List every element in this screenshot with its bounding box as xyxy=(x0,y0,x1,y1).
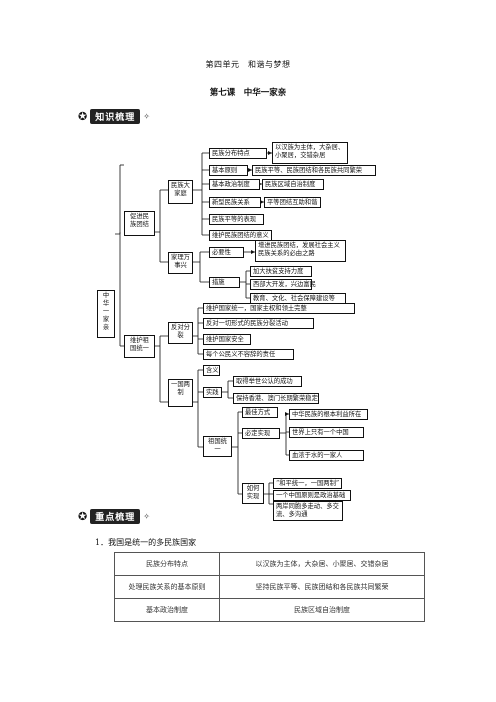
split-item-4: 每个公民义不容辞的责任 xyxy=(203,349,294,360)
table-row: 民族分布特点 以汉族为主体，大杂居、小聚居、交错杂居 xyxy=(114,552,425,576)
node-harmony: 家理万事兴 xyxy=(168,252,193,274)
node-label: 民族大家庭 xyxy=(171,182,190,197)
table-row: 基本政治制度 民族区域自治制度 xyxy=(114,598,425,622)
leaf-principle: 民族平等、民族团结和各民族共同繁荣 xyxy=(252,165,376,176)
item-distribution: 民族分布特点 xyxy=(209,148,267,159)
node-label: 祖国统一 xyxy=(208,438,227,453)
node-one-country: 一国两制 xyxy=(168,379,193,407)
item-necessity: 必要性 xyxy=(209,247,244,258)
table-row: 处理民族关系的基本原则 坚持民族平等、民族团结和各民族共同繁荣 xyxy=(114,575,425,599)
node-ethnic-family: 民族大家庭 xyxy=(168,180,193,204)
star-icon: ✪ xyxy=(78,109,88,123)
table-cell: 基本政治制度 xyxy=(114,598,220,622)
root-label: 中华一家亲 xyxy=(102,292,110,331)
root-node: 中华一家亲 xyxy=(97,290,115,338)
node-label: 如何实现 xyxy=(246,485,260,500)
item-system: 基本政治制度 xyxy=(209,179,260,190)
split-item-1: 维护国家统一，国家主权和领土完整 xyxy=(203,303,355,314)
node-label: 家理万事兴 xyxy=(171,254,190,269)
branch-label: 维护祖国统一 xyxy=(130,337,149,352)
uni-best-way: 最佳方式 xyxy=(242,407,278,418)
node-label: 反对分裂 xyxy=(171,324,190,339)
must-one-china: 世界上只有一个中国 xyxy=(289,427,364,438)
table-cell: 处理民族关系的基本原则 xyxy=(114,575,220,599)
must-family: 血浓于水的一家人 xyxy=(289,450,364,461)
unit-heading: 第四单元 和谐与梦想 xyxy=(205,60,291,69)
section-banner-knowledge: ✪ 知识梳理 ✧ xyxy=(78,108,150,124)
table-cell: 坚持民族平等、民族团结和各民族共同繁荣 xyxy=(219,575,425,599)
table-cell: 民族分布特点 xyxy=(114,552,220,576)
leaf-necessity: 增进民族团结，发展社会主义民族关系的必由之路 xyxy=(255,240,346,262)
branch-promote-unity: 促进民族团结 xyxy=(124,211,155,236)
item-significance: 维护民族团结的意义 xyxy=(209,230,272,241)
list-heading: 1．我国是统一的多民族国家 xyxy=(95,538,197,547)
how-exchange: 两岸同胞多走动、多交流、多沟通 xyxy=(273,501,343,521)
split-item-3: 维护国家安全 xyxy=(203,334,251,345)
leaf-distribution: 以汉族为主体，大杂居、小聚居，交错杂居 xyxy=(272,142,348,164)
how-peaceful: “和平统一，一国两制” xyxy=(273,478,342,489)
star-icon: ✪ xyxy=(78,509,88,523)
must-interest: 中华民族的根本利益所在 xyxy=(289,409,368,420)
item-measures: 措施 xyxy=(209,277,240,288)
sparkle-icon: ✧ xyxy=(143,511,150,521)
measure-west: 西部大开发，兴边富民 xyxy=(250,279,316,290)
leaf-relations: 平等团结互助和谐 xyxy=(264,197,321,208)
table-cell: 民族区域自治制度 xyxy=(219,598,425,622)
uni-how: 如何实现 xyxy=(242,483,264,504)
table-cell: 以汉族为主体，大杂居、小聚居、交错杂居 xyxy=(219,552,425,576)
summary-table: 民族分布特点 以汉族为主体，大杂居、小聚居、交错杂居 处理民族关系的基本原则 坚… xyxy=(114,552,425,622)
practice-stability: 保持香港、澳门长期繁荣稳定 xyxy=(233,393,319,404)
section-label: 知识梳理 xyxy=(90,108,141,124)
item-principle: 基本原则 xyxy=(209,165,248,176)
item-practice: 实践 xyxy=(203,387,222,398)
branch-unification: 维护祖国统一 xyxy=(124,335,155,358)
node-anti-split: 反对分裂 xyxy=(168,322,193,344)
item-reunification: 祖国统一 xyxy=(203,436,232,457)
how-principle: 一个中国原则是政治基础 xyxy=(273,490,351,501)
section-banner-key: ✪ 重点梳理 ✧ xyxy=(78,508,150,524)
measure-poverty: 加大扶贫支持力度 xyxy=(250,266,312,277)
practice-success: 取得举世公认的成功 xyxy=(233,376,302,387)
node-label: 一国两制 xyxy=(171,381,190,396)
branch-label: 促进民族团结 xyxy=(130,213,149,228)
lesson-title: 第七课 中华一家亲 xyxy=(209,88,287,98)
item-relations: 新型民族关系 xyxy=(209,197,261,208)
section-label: 重点梳理 xyxy=(90,508,141,524)
split-item-2: 反对一切形式的民族分裂活动 xyxy=(203,318,314,329)
item-meaning: 含义 xyxy=(203,365,220,376)
leaf-system: 民族区域自治制度 xyxy=(262,179,324,190)
uni-must: 必定实现 xyxy=(242,428,280,439)
item-equality: 民族平等的表现 xyxy=(209,214,264,225)
sparkle-icon: ✧ xyxy=(143,111,150,121)
